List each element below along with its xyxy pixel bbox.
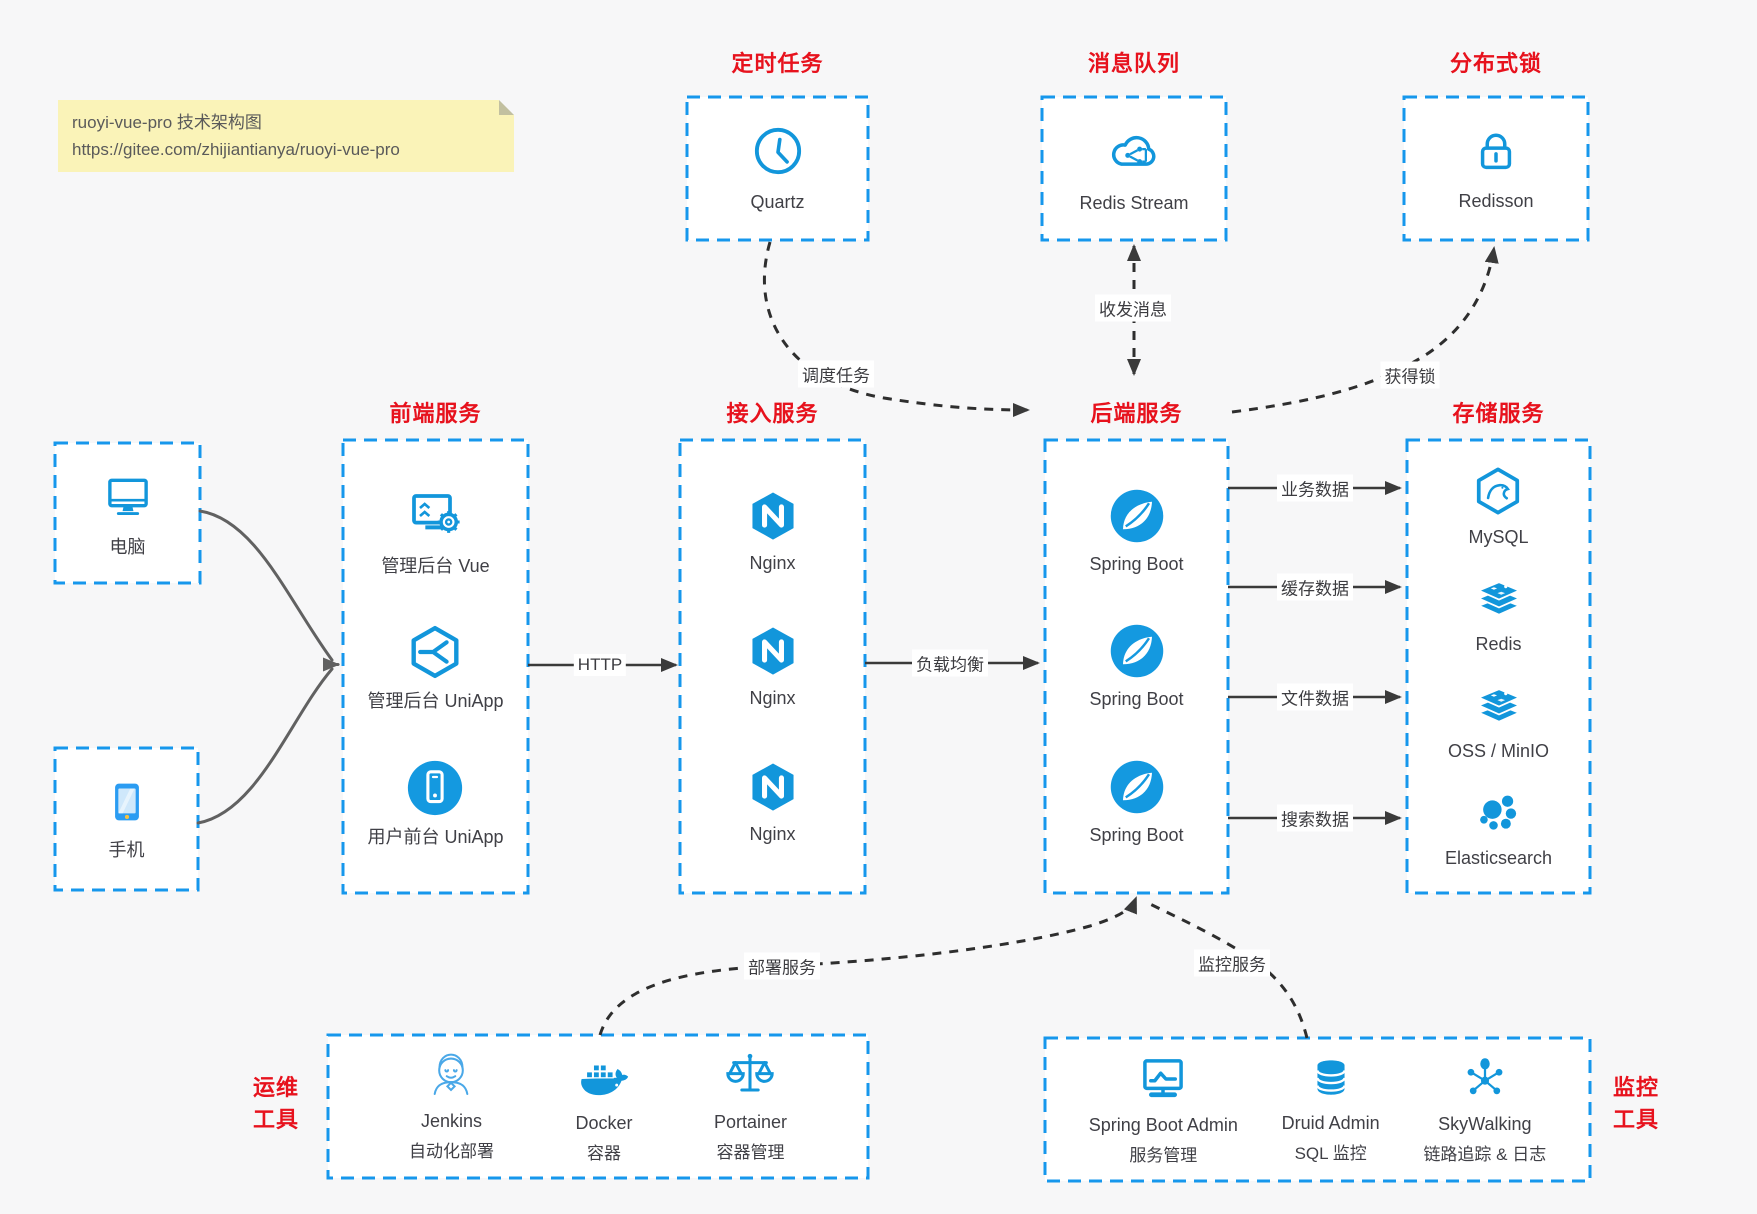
group-redis-stream: Redis Stream xyxy=(1042,97,1226,240)
phone-to-frontend-curve xyxy=(196,667,334,825)
title-message-queue: 消息队列 xyxy=(1087,51,1180,76)
edge-label-schedule-task: 调度任务 xyxy=(798,360,874,388)
title-storage-services: 存储服务 xyxy=(1452,401,1545,426)
druid-icon xyxy=(1305,1053,1357,1105)
spring-boot-icon xyxy=(1107,621,1167,681)
node-spring-boot-3: Spring Boot xyxy=(1089,757,1184,847)
acquire-lock-curve xyxy=(1231,246,1499,414)
elasticsearch-icon xyxy=(1471,786,1525,840)
edge-label-cache-data: 缓存数据 xyxy=(1277,573,1353,601)
edge-label-load-balance: 负载均衡 xyxy=(912,649,988,677)
edge-label-business-data: 业务数据 xyxy=(1277,474,1353,502)
note-title: ruoyi-vue-pro 技术架构图 xyxy=(72,113,262,132)
title-distributed-lock: 分布式锁 xyxy=(1449,51,1542,76)
column-gateway: Nginx Nginx Nginx xyxy=(680,440,865,893)
desktop-label: 电脑 xyxy=(109,536,146,557)
note-url: https://gitee.com/zhijiantianya/ruoyi-vu… xyxy=(72,140,400,160)
node-mysql: MySQL xyxy=(1468,463,1529,549)
column-backend: Spring Boot Spring Boot Spring Boot xyxy=(1045,440,1228,893)
uniapp-circle-icon xyxy=(404,757,466,819)
group-redisson: Redisson xyxy=(1404,97,1588,240)
node-druid: Druid Admin SQL 监控 xyxy=(1282,1053,1380,1167)
nginx-icon xyxy=(744,622,802,680)
nginx-icon xyxy=(744,758,802,816)
title-gateway-services: 接入服务 xyxy=(726,401,819,426)
node-nginx-1: Nginx xyxy=(744,487,802,575)
node-spring-boot-2: Spring Boot xyxy=(1089,621,1184,711)
node-oss-minio: OSS / MinIO xyxy=(1448,679,1549,763)
node-spring-boot-admin: Spring Boot Admin 服务管理 xyxy=(1089,1051,1238,1169)
edge-label-search-data: 搜索数据 xyxy=(1277,804,1353,832)
desktop-to-frontend-curve xyxy=(198,509,334,662)
mysql-icon xyxy=(1470,463,1526,519)
portainer-icon xyxy=(722,1048,778,1104)
clock-icon xyxy=(749,122,807,180)
sticky-note: ruoyi-vue-pro 技术架构图 https://gitee.com/zh… xyxy=(58,100,514,173)
client-desktop: 电脑 xyxy=(55,443,200,583)
node-redis: Redis xyxy=(1472,572,1526,656)
spring-boot-icon xyxy=(1107,486,1167,546)
title-frontend-services: 前端服务 xyxy=(389,401,482,426)
quartz-label: Quartz xyxy=(750,192,805,213)
node-spring-boot-1: Spring Boot xyxy=(1089,486,1184,576)
admin-vue-icon xyxy=(404,484,468,548)
group-monitor-tools: Spring Boot Admin 服务管理 Druid Admin SQL 监… xyxy=(1045,1038,1590,1181)
spring-boot-admin-icon xyxy=(1135,1051,1191,1107)
edge-label-deploy-service: 部署服务 xyxy=(744,952,820,980)
edge-label-acquire-lock: 获得锁 xyxy=(1380,361,1440,389)
redisson-label: Redisson xyxy=(1458,191,1534,212)
oss-minio-icon xyxy=(1472,679,1526,733)
client-phone: 手机 xyxy=(55,748,198,890)
title-scheduled-tasks: 定时任务 xyxy=(731,51,824,76)
deploy-service-curve xyxy=(598,896,1138,1036)
edge-label-file-data: 文件数据 xyxy=(1277,683,1353,711)
smartphone-icon xyxy=(101,776,153,828)
node-docker: Docker 容器 xyxy=(575,1047,633,1167)
column-storage: MySQL Redis xyxy=(1407,440,1590,893)
node-user-uniapp: 用户前台 UniApp xyxy=(367,757,504,849)
phone-label: 手机 xyxy=(108,839,145,860)
title-backend-services: 后端服务 xyxy=(1090,401,1183,426)
desktop-icon xyxy=(99,467,157,525)
redis-stream-label: Redis Stream xyxy=(1079,193,1189,214)
title-monitor-tools: 监控 工具 xyxy=(1612,1075,1659,1132)
box-monitor-tools xyxy=(1043,1036,1592,1183)
note-fold-corner xyxy=(499,100,514,115)
nginx-icon xyxy=(744,487,802,545)
edge-label-http: HTTP xyxy=(573,654,627,676)
box-redis-stream xyxy=(1040,95,1228,242)
node-skywalking: SkyWalking 链路追踪 & 日志 xyxy=(1423,1052,1546,1168)
skywalking-icon xyxy=(1458,1052,1512,1106)
schedule-task-curve xyxy=(762,241,1030,417)
box-quartz xyxy=(685,95,870,242)
box-frontend xyxy=(341,438,530,895)
uniapp-cube-icon xyxy=(404,621,466,683)
edge-label-monitor-service: 监控服务 xyxy=(1194,949,1270,977)
node-jenkins: Jenkins 自动化部署 xyxy=(409,1049,494,1165)
lock-icon xyxy=(1468,123,1524,179)
jenkins-icon xyxy=(424,1049,478,1103)
node-elasticsearch: Elasticsearch xyxy=(1445,786,1552,870)
box-ops-tools xyxy=(326,1033,870,1180)
group-ops-tools: Jenkins 自动化部署 Docker xyxy=(328,1035,868,1178)
edge-label-send-receive: 收发消息 xyxy=(1095,294,1171,322)
docker-icon xyxy=(575,1047,633,1105)
title-ops-tools: 运维 工具 xyxy=(252,1075,299,1132)
node-nginx-2: Nginx xyxy=(744,622,802,710)
redis-icon xyxy=(1472,572,1526,626)
node-admin-uniapp: 管理后台 UniApp xyxy=(367,621,504,713)
node-portainer: Portainer 容器管理 xyxy=(714,1048,787,1166)
spring-boot-icon xyxy=(1107,757,1167,817)
group-quartz: Quartz xyxy=(687,97,868,240)
node-admin-vue: 管理后台 Vue xyxy=(381,484,490,578)
node-nginx-3: Nginx xyxy=(744,758,802,846)
cloud-stream-icon xyxy=(1104,121,1164,181)
column-frontend: 管理后台 Vue 管理后台 UniApp 用户前台 UniApp xyxy=(343,440,528,893)
box-storage xyxy=(1405,438,1592,895)
